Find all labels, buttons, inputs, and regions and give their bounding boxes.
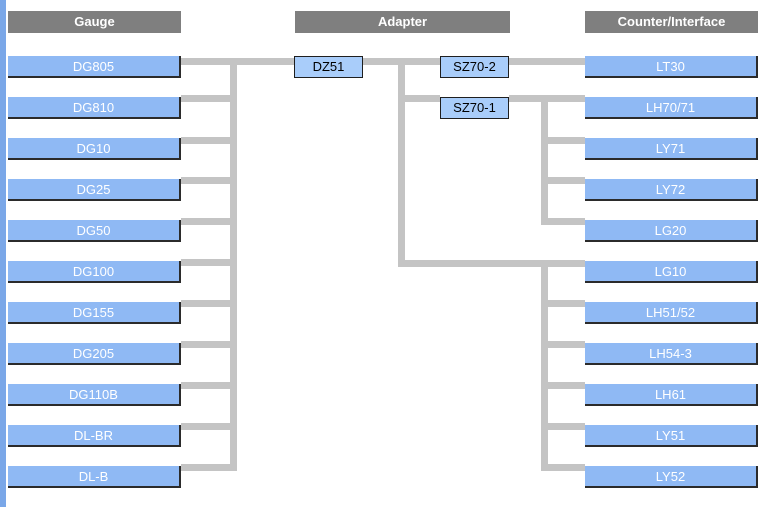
counter-node-ly71[interactable]: LY71 xyxy=(585,138,758,160)
left-edge-stripe xyxy=(0,0,6,507)
gauge-node-dl-br[interactable]: DL-BR xyxy=(8,425,181,447)
upper-right-branch-ly71 xyxy=(541,137,585,144)
gauge-branch-9 xyxy=(181,382,237,389)
gauge-node-dg50[interactable]: DG50 xyxy=(8,220,181,242)
counter-node-ly72[interactable]: LY72 xyxy=(585,179,758,201)
lower-right-branch-ly51 xyxy=(541,423,585,430)
counter-node-ly51[interactable]: LY51 xyxy=(585,425,758,447)
gauge-node-dg205[interactable]: DG205 xyxy=(8,343,181,365)
gauge-branch-6 xyxy=(181,259,237,266)
counter-node-lg20[interactable]: LG20 xyxy=(585,220,758,242)
dz51-to-lg10-line xyxy=(398,260,585,267)
trunk-to-dz51-line xyxy=(237,58,294,65)
lower-right-branch-lh61 xyxy=(541,382,585,389)
counter-node-lh61[interactable]: LH61 xyxy=(585,384,758,406)
lower-right-branch-lh54 xyxy=(541,341,585,348)
gauge-node-dg100[interactable]: DG100 xyxy=(8,261,181,283)
gauge-branch-7 xyxy=(181,300,237,307)
gauge-branch-10 xyxy=(181,423,237,430)
gauge-branch-3 xyxy=(181,137,237,144)
gauge-branch-4 xyxy=(181,177,237,184)
gauge-node-dg805[interactable]: DG805 xyxy=(8,56,181,78)
gauge-node-dg155[interactable]: DG155 xyxy=(8,302,181,324)
adapter-node-dz51[interactable]: DZ51 xyxy=(294,56,363,78)
gauge-branch-11 xyxy=(181,464,237,471)
lower-right-trunk-line xyxy=(541,260,548,471)
gauge-column-header: Gauge xyxy=(8,11,181,33)
counter-node-lh51-52[interactable]: LH51/52 xyxy=(585,302,758,324)
gauge-node-dg810[interactable]: DG810 xyxy=(8,97,181,119)
lower-right-branch-lh51 xyxy=(541,300,585,307)
counter-column-header: Counter/Interface xyxy=(585,11,758,33)
counter-node-ly52[interactable]: LY52 xyxy=(585,466,758,488)
adapter-node-sz70-2[interactable]: SZ70-2 xyxy=(440,56,509,78)
adapter-node-sz70-1[interactable]: SZ70-1 xyxy=(440,97,509,119)
gauge-node-dg110b[interactable]: DG110B xyxy=(8,384,181,406)
counter-node-lt30[interactable]: LT30 xyxy=(585,56,758,78)
upper-right-trunk-line xyxy=(541,95,548,225)
to-sz70-1-line xyxy=(398,95,440,102)
upper-right-branch-ly72 xyxy=(541,177,585,184)
lower-right-branch-ly52 xyxy=(541,464,585,471)
gauge-node-dg25[interactable]: DG25 xyxy=(8,179,181,201)
counter-node-lh70-71[interactable]: LH70/71 xyxy=(585,97,758,119)
gauge-branch-5 xyxy=(181,218,237,225)
counter-node-lg10[interactable]: LG10 xyxy=(585,261,758,283)
gauge-branch-2 xyxy=(181,95,237,102)
gauge-branch-1 xyxy=(181,58,237,65)
gauge-branch-8 xyxy=(181,341,237,348)
upper-right-branch-lg20 xyxy=(541,218,585,225)
gauge-node-dl-b[interactable]: DL-B xyxy=(8,466,181,488)
adapter-column-header: Adapter xyxy=(295,11,510,33)
dz51-down-line xyxy=(398,58,405,267)
counter-node-lh54-3[interactable]: LH54-3 xyxy=(585,343,758,365)
gauge-node-dg10[interactable]: DG10 xyxy=(8,138,181,160)
